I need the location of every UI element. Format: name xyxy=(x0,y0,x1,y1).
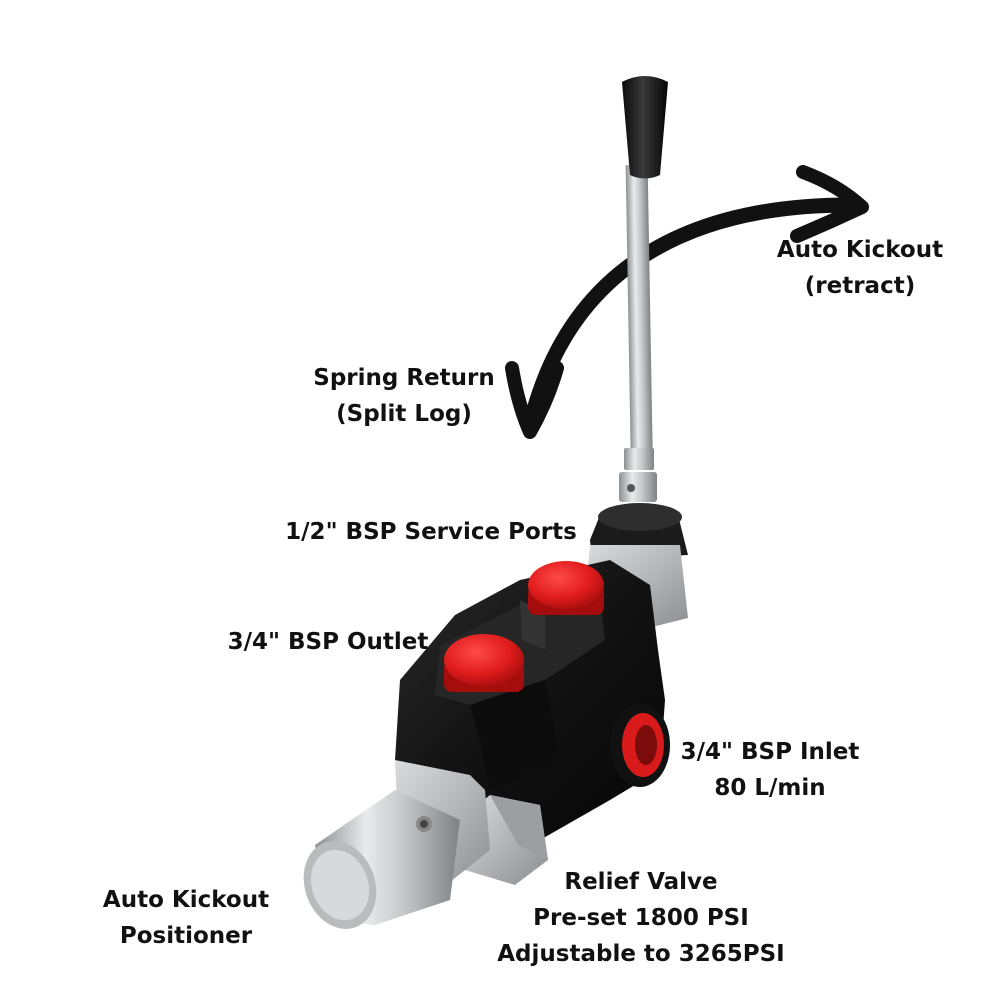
curved-double-arrow-icon xyxy=(505,165,869,439)
label-service-ports: 1/2" BSP Service Ports xyxy=(285,519,577,545)
auto-kickout-positioner xyxy=(303,760,490,929)
service-port-plug xyxy=(528,561,604,615)
label-spring-return: Spring Return (Split Log) xyxy=(313,365,495,427)
lever-knob xyxy=(622,76,668,179)
label-auto-kickout-retract: Auto Kickout (retract) xyxy=(776,237,944,299)
label-relief-valve: Relief Valve Pre-set 1800 PSI Adjustable… xyxy=(497,869,785,967)
outlet-port-plug xyxy=(444,634,524,692)
lever xyxy=(619,76,668,502)
label-outlet: 3/4" BSP Outlet xyxy=(227,629,429,655)
label-kickout-positioner: Auto Kickout Positioner xyxy=(102,887,270,949)
inlet-port xyxy=(610,703,670,787)
label-inlet: 3/4" BSP Inlet 80 L/min xyxy=(680,739,860,801)
